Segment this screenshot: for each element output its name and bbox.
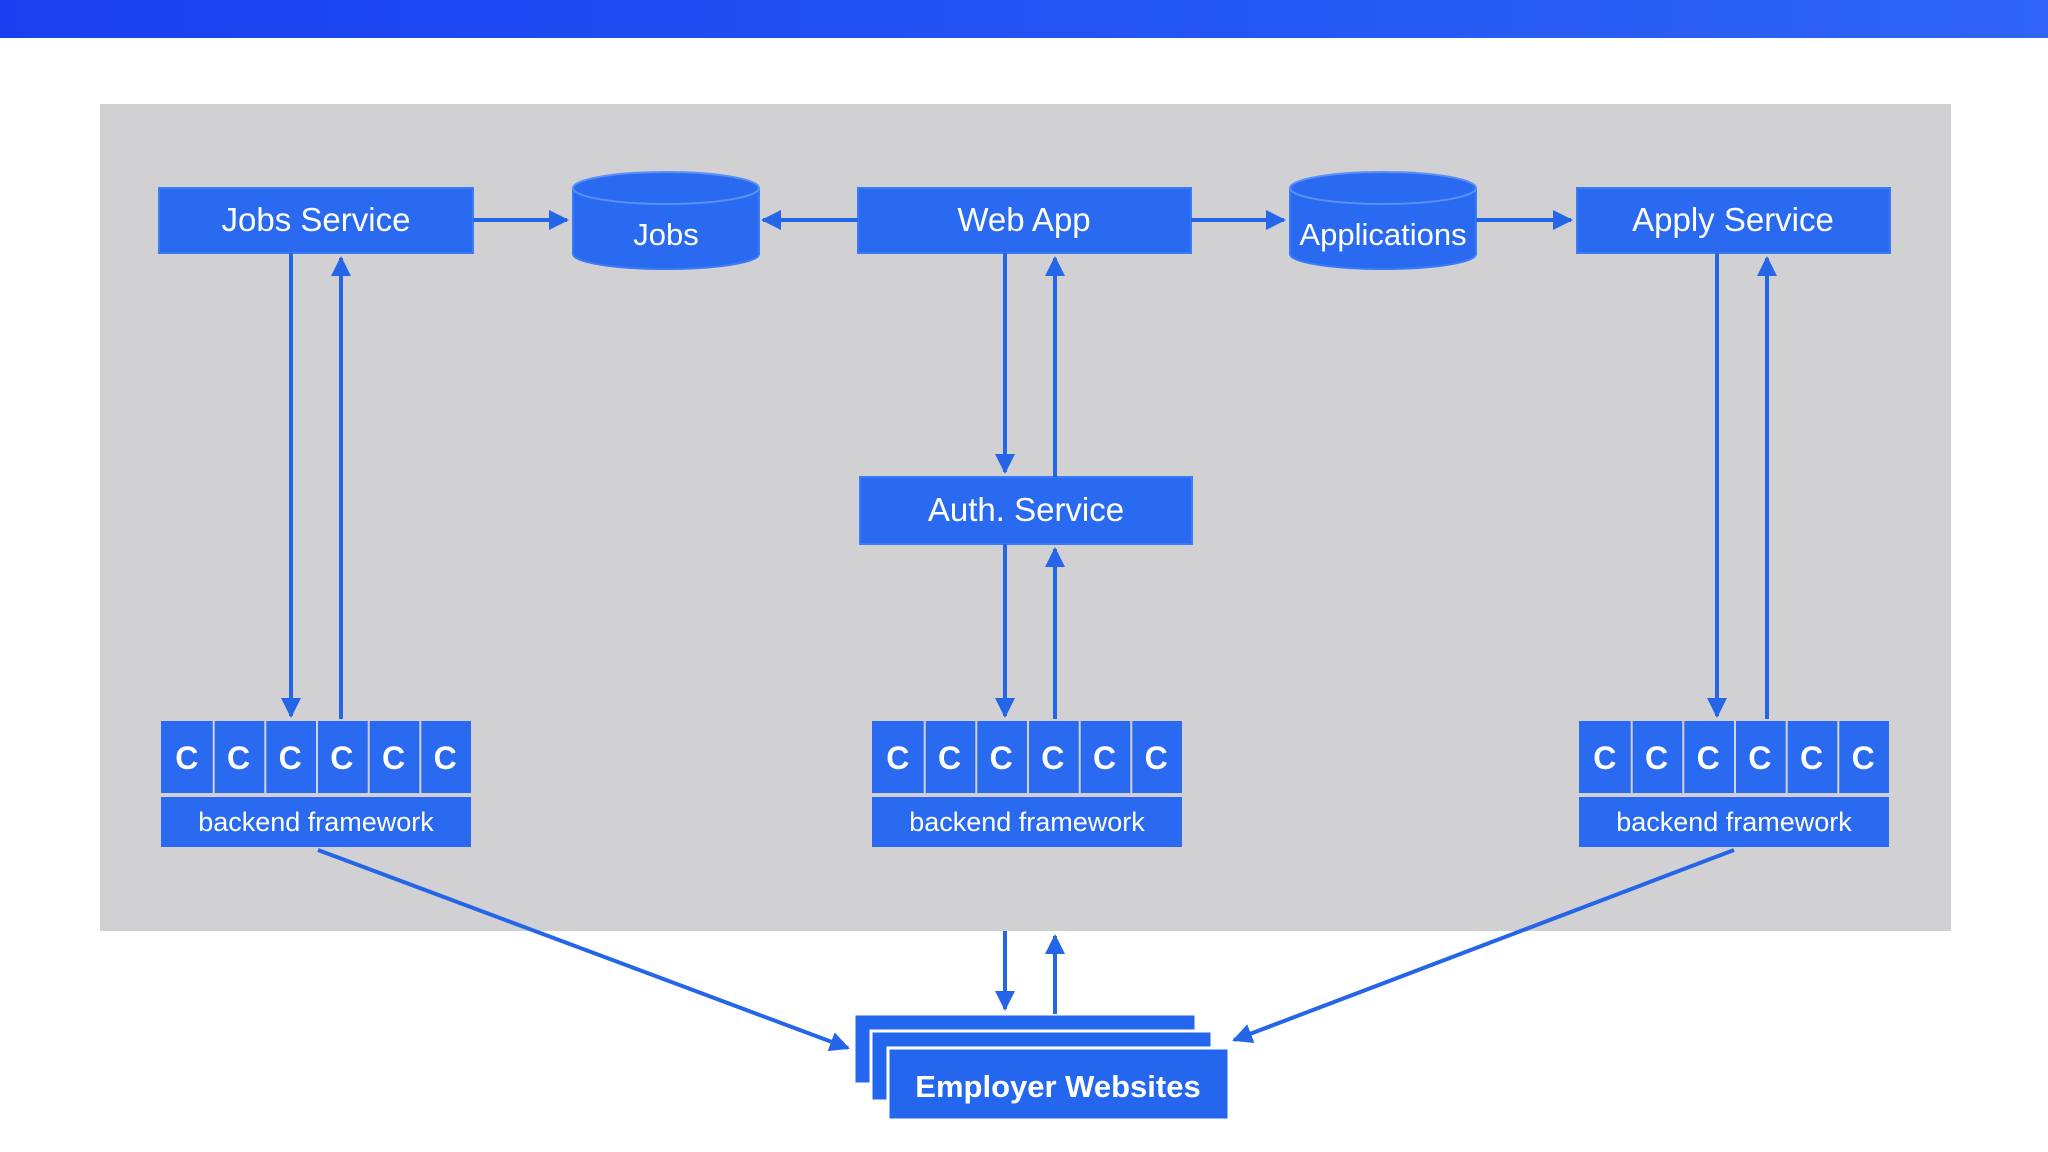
worker-cell: C: [1041, 740, 1064, 776]
worker-cell: C: [434, 740, 457, 776]
worker-cell: C: [990, 740, 1013, 776]
apply-service-label: Apply Service: [1632, 201, 1834, 238]
worker-cell: C: [1645, 740, 1668, 776]
worker-cell: C: [1093, 740, 1116, 776]
employer-websites-node: Employer Websites: [852, 1012, 1231, 1122]
jobs-database-node: Jobs: [572, 171, 760, 270]
jobs-service-label: Jobs Service: [222, 201, 411, 238]
worker-cell: C: [279, 740, 302, 776]
header-bar: [0, 0, 2048, 38]
employer-websites-label: Employer Websites: [915, 1069, 1200, 1104]
backend-framework-label: backend framework: [909, 807, 1145, 837]
arrow-left-to-employer: [317, 848, 850, 1052]
auth-service-node: Auth. Service: [859, 476, 1193, 545]
applications-database-node: Applications: [1289, 171, 1477, 270]
worker-cell: C: [886, 740, 909, 776]
worker-cell: C: [1748, 740, 1771, 776]
worker-cell: C: [1800, 740, 1823, 776]
auth-service-label: Auth. Service: [928, 491, 1124, 528]
applications-database-label: Applications: [1299, 217, 1466, 252]
jobs-database-label: Jobs: [633, 217, 698, 252]
worker-cell: C: [382, 740, 405, 776]
worker-cell: C: [938, 740, 961, 776]
apply-service-node: Apply Service: [1576, 187, 1891, 254]
worker-cell: C: [1145, 740, 1168, 776]
web-app-label: Web App: [957, 201, 1090, 238]
worker-cell: C: [330, 740, 353, 776]
worker-cell: C: [175, 740, 198, 776]
web-app-node: Web App: [857, 187, 1192, 254]
worker-group-right: C C C C C C backend framework: [1579, 721, 1889, 847]
worker-cell: C: [1593, 740, 1616, 776]
worker-cell: C: [1852, 740, 1875, 776]
arrow-right-to-employer: [1232, 848, 1735, 1043]
worker-cell: C: [227, 740, 250, 776]
worker-cell: C: [1697, 740, 1720, 776]
worker-group-center: C C C C C C backend framework: [872, 721, 1182, 847]
backend-framework-label: backend framework: [198, 807, 434, 837]
backend-framework-label: backend framework: [1616, 807, 1852, 837]
connectors: [281, 210, 1777, 1052]
worker-group-left: C C C C C C backend framework: [161, 721, 471, 847]
jobs-service-node: Jobs Service: [158, 187, 474, 254]
